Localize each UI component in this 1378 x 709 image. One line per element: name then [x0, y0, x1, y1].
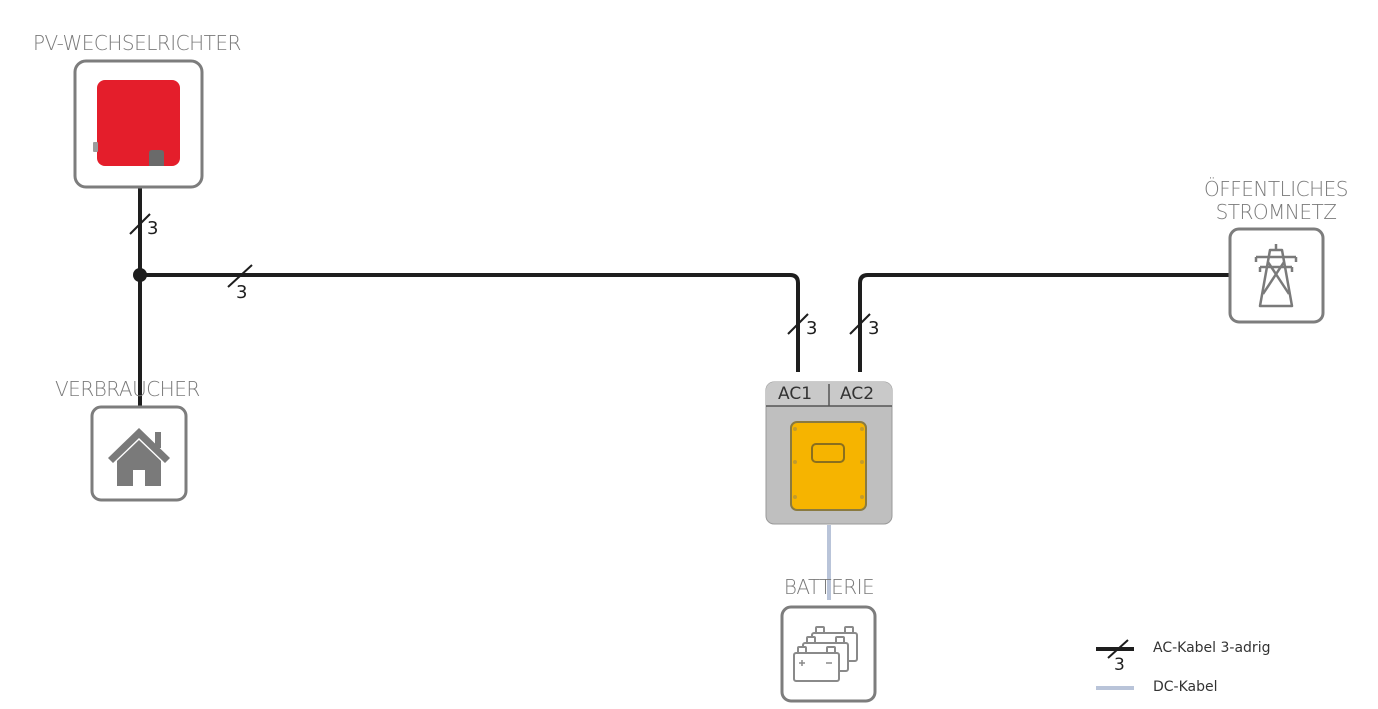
ac-cables: [138, 188, 1230, 406]
grid-label-line1: ÖFFENTLICHES: [1204, 177, 1348, 201]
legend-dc-label: DC-Kabel: [1153, 679, 1218, 695]
junction-dot: [133, 268, 147, 282]
slash-ac2-drop: [849, 313, 871, 335]
battery-inverter-icon: [790, 421, 867, 511]
wire-count-pv-drop: 3: [147, 218, 159, 239]
pv-inverter-node: [73, 59, 204, 189]
grid-node: [1228, 227, 1325, 324]
battery-icon: [793, 626, 858, 682]
storage-inverter-node: [765, 381, 893, 525]
legend-ac-count: 3: [1114, 655, 1125, 675]
consumer-label: VERBRAUCHER: [55, 377, 200, 401]
ac-cable-ac2-grid: [858, 273, 1230, 372]
wire-count-ac2-drop: 3: [868, 318, 880, 339]
slash-ac1-drop: [787, 313, 809, 335]
grid-label-line2: STROMNETZ: [1215, 200, 1337, 224]
port-ac2-label: AC2: [840, 384, 875, 404]
legend-symbols: [1096, 639, 1134, 690]
power-pylon-icon: [1254, 244, 1298, 308]
slash-pv-drop: [129, 213, 151, 235]
house-icon: [108, 428, 170, 486]
pv-inverter-icon: [93, 80, 180, 166]
battery-node: [780, 605, 877, 703]
wire-count-ac1-drop: 3: [806, 318, 818, 339]
wire-count-main-line: 3: [236, 282, 248, 303]
battery-label: BATTERIE: [783, 575, 875, 599]
legend-ac-label: AC-Kabel 3-adrig: [1153, 640, 1271, 656]
port-ac1-label: AC1: [778, 384, 813, 404]
wire-count-marks: [129, 213, 871, 335]
grid-label: ÖFFENTLICHES STROMNETZ: [1204, 178, 1348, 224]
slash-main-line: [227, 264, 253, 288]
legend-ac-slash: [1107, 639, 1129, 659]
ac-cable-junction-ac1: [140, 273, 800, 372]
pv-inverter-label: PV-WECHSELRICHTER: [33, 31, 241, 55]
consumer-node: [90, 405, 188, 502]
